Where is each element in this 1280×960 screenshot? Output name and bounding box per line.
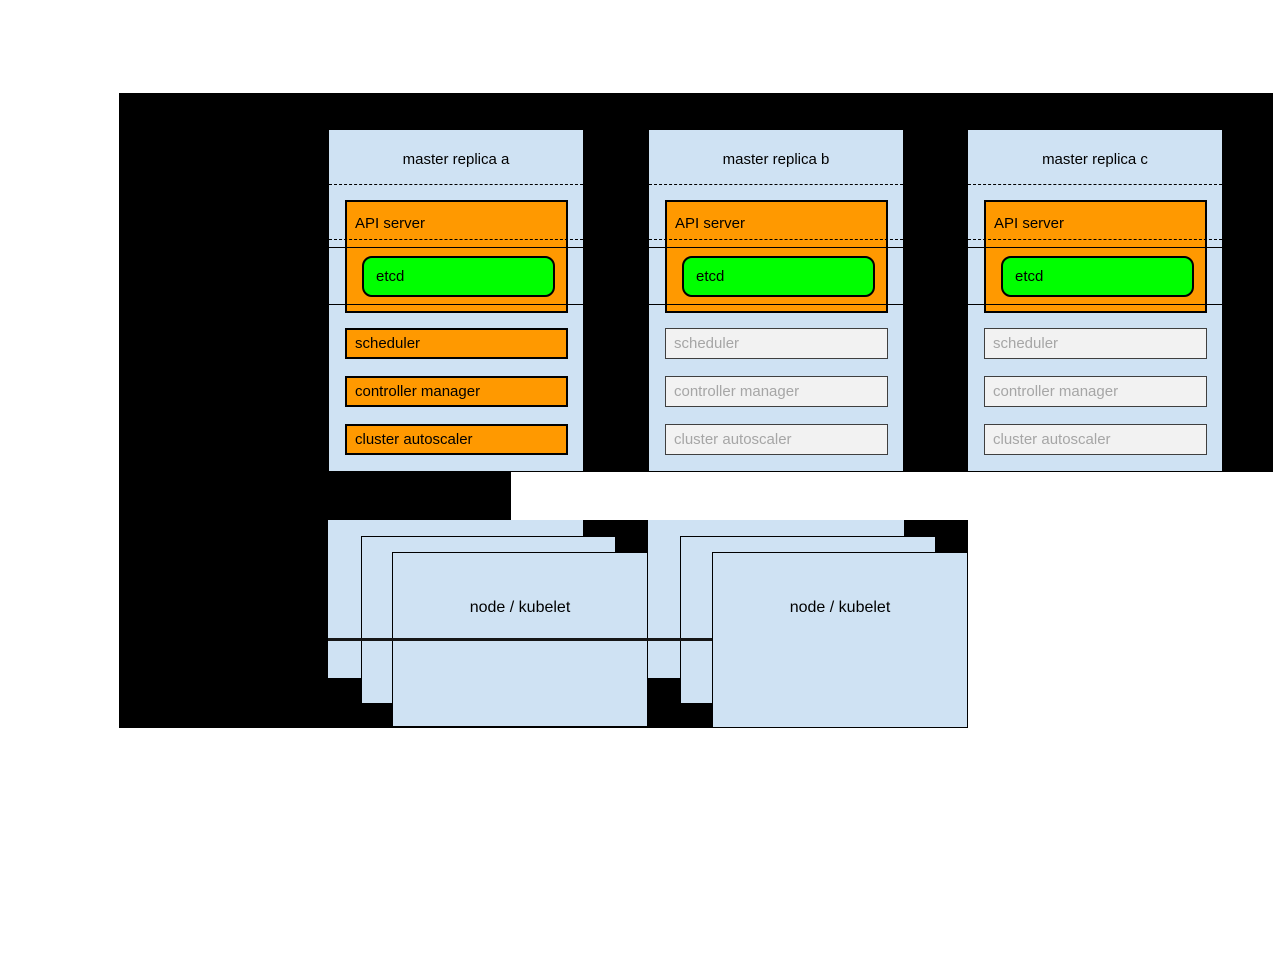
node-kubelet-label: node / kubelet: [789, 599, 891, 616]
master-replica-a-box: master replica a API server etcd schedul…: [329, 130, 583, 471]
scheduler-box: scheduler: [345, 328, 568, 359]
cluster-autoscaler-box: cluster autoscaler: [345, 424, 568, 455]
cluster-autoscaler-box: cluster autoscaler: [665, 424, 888, 455]
node-kubelet-label: node / kubelet: [469, 599, 571, 616]
diagram-canvas-left-step: [119, 472, 511, 520]
dashed-divider: [968, 239, 1222, 240]
solid-divider: [968, 304, 1222, 305]
solid-divider: [649, 304, 903, 305]
solid-divider: [329, 247, 583, 248]
solid-divider: [329, 304, 583, 305]
dashed-divider: [649, 184, 903, 185]
solid-divider: [968, 247, 1222, 248]
scheduler-box: scheduler: [984, 328, 1207, 359]
master-replica-b-box: master replica b API server etcd schedul…: [649, 130, 903, 471]
etcd-box: etcd: [682, 256, 875, 297]
dashed-divider: [968, 184, 1222, 185]
solid-divider: [649, 247, 903, 248]
api-server-label: API server: [994, 215, 1065, 232]
scheduler-box: scheduler: [665, 328, 888, 359]
controller-manager-box: controller manager: [665, 376, 888, 407]
dashed-divider: [649, 239, 903, 240]
node-box-front: node / kubelet: [712, 552, 968, 728]
etcd-box: etcd: [1001, 256, 1194, 297]
api-server-box: API server etcd: [345, 200, 568, 313]
controller-manager-box: controller manager: [984, 376, 1207, 407]
master-replica-b-title: master replica b: [722, 151, 830, 168]
connector-line: [328, 638, 712, 641]
master-replica-c-title: master replica c: [1042, 151, 1148, 168]
master-replica-a-title: master replica a: [402, 151, 510, 168]
controller-manager-box: controller manager: [345, 376, 568, 407]
api-server-box: API server etcd: [665, 200, 888, 313]
etcd-label: etcd: [696, 268, 725, 285]
api-server-box: API server etcd: [984, 200, 1207, 313]
cluster-autoscaler-box: cluster autoscaler: [984, 424, 1207, 455]
api-server-label: API server: [355, 215, 426, 232]
etcd-label: etcd: [376, 268, 405, 285]
dashed-divider: [329, 184, 583, 185]
etcd-label: etcd: [1015, 268, 1044, 285]
api-server-label: API server: [675, 215, 746, 232]
etcd-box: etcd: [362, 256, 555, 297]
master-replica-c-box: master replica c API server etcd schedul…: [968, 130, 1222, 471]
dashed-divider: [329, 239, 583, 240]
